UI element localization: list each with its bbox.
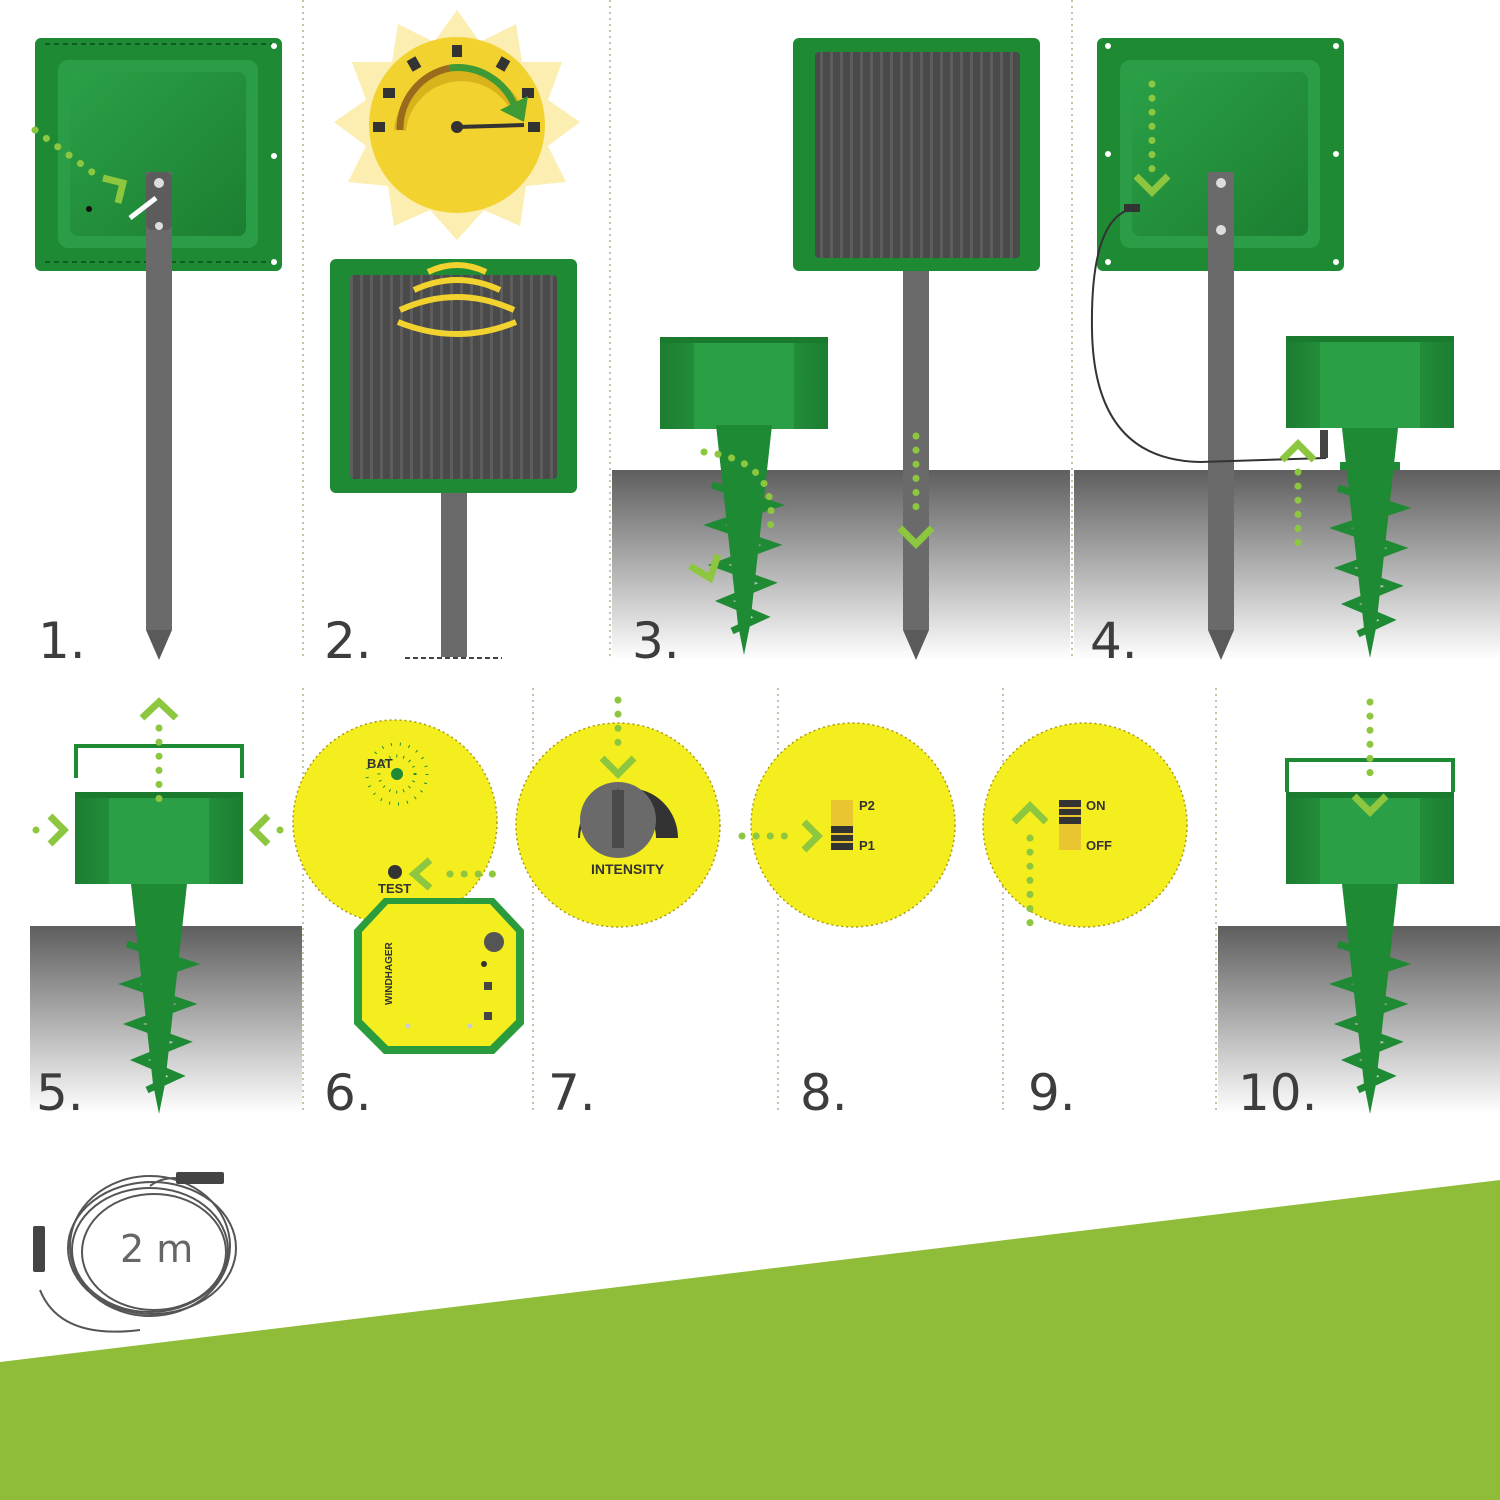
step-8: P2 P1 8.: [738, 722, 956, 1122]
off-label: OFF: [1086, 838, 1112, 853]
banner: [0, 1180, 1500, 1500]
control-unit: WINDHAGER: [354, 898, 524, 1054]
test-button: [388, 865, 402, 879]
step-10: 10.: [1218, 698, 1500, 1122]
step-1: 1.: [31, 38, 282, 670]
step-7: INTENSITY 7.: [515, 696, 721, 1122]
cable-icon: 2 m: [33, 1172, 237, 1333]
step-5: 5.: [30, 697, 302, 1122]
zoom-circle: [292, 719, 498, 925]
arrow-icon: [47, 813, 69, 847]
brand-label: WINDHAGER: [384, 941, 395, 1005]
p1-label: P1: [859, 838, 875, 853]
step-number: 9.: [1028, 1064, 1076, 1122]
sun-icon: [334, 10, 580, 240]
pole: [146, 172, 172, 630]
arrow-icon: [1351, 793, 1389, 817]
arrow-icon: [801, 819, 823, 853]
step-number: 7.: [548, 1064, 596, 1122]
arrow-icon: [599, 755, 637, 779]
intensity-label: INTENSITY: [591, 861, 665, 877]
arrow-icon: [688, 553, 722, 584]
bat-label: BAT: [367, 756, 393, 771]
arrow-icon: [408, 857, 433, 891]
step-number: 5.: [36, 1064, 84, 1122]
step-2: 2.: [324, 10, 580, 670]
arrow-icon: [1279, 439, 1317, 463]
on-label: ON: [1086, 798, 1106, 813]
zoom-circle: [982, 722, 1188, 928]
arrow-icon: [1011, 801, 1049, 825]
arrow-icon: [102, 174, 128, 204]
step-3: 3.: [612, 38, 1070, 670]
step-number: 6.: [324, 1064, 372, 1122]
ground: [612, 470, 1070, 660]
step-number: 3.: [632, 612, 680, 670]
step-number: 1.: [38, 612, 86, 670]
step-4: 4.: [1074, 38, 1500, 670]
step-number: 4.: [1090, 612, 1138, 670]
step-number: 10.: [1238, 1064, 1318, 1122]
test-label: TEST: [378, 881, 411, 896]
arrow-icon: [139, 697, 179, 721]
arrow-icon: [897, 525, 935, 549]
arrow-icon: [249, 813, 271, 847]
arrow-icon: [1133, 173, 1171, 197]
cable-length: 2 m: [120, 1227, 193, 1271]
step-9: ON OFF 9.: [982, 722, 1188, 1122]
step-6: BAT TEST WINDHAGER 6.: [292, 719, 524, 1122]
ground: [1074, 470, 1500, 660]
led-indicator: [365, 742, 429, 806]
p2-label: P2: [859, 798, 875, 813]
step-number: 2.: [324, 612, 372, 670]
step-number: 8.: [800, 1064, 848, 1122]
